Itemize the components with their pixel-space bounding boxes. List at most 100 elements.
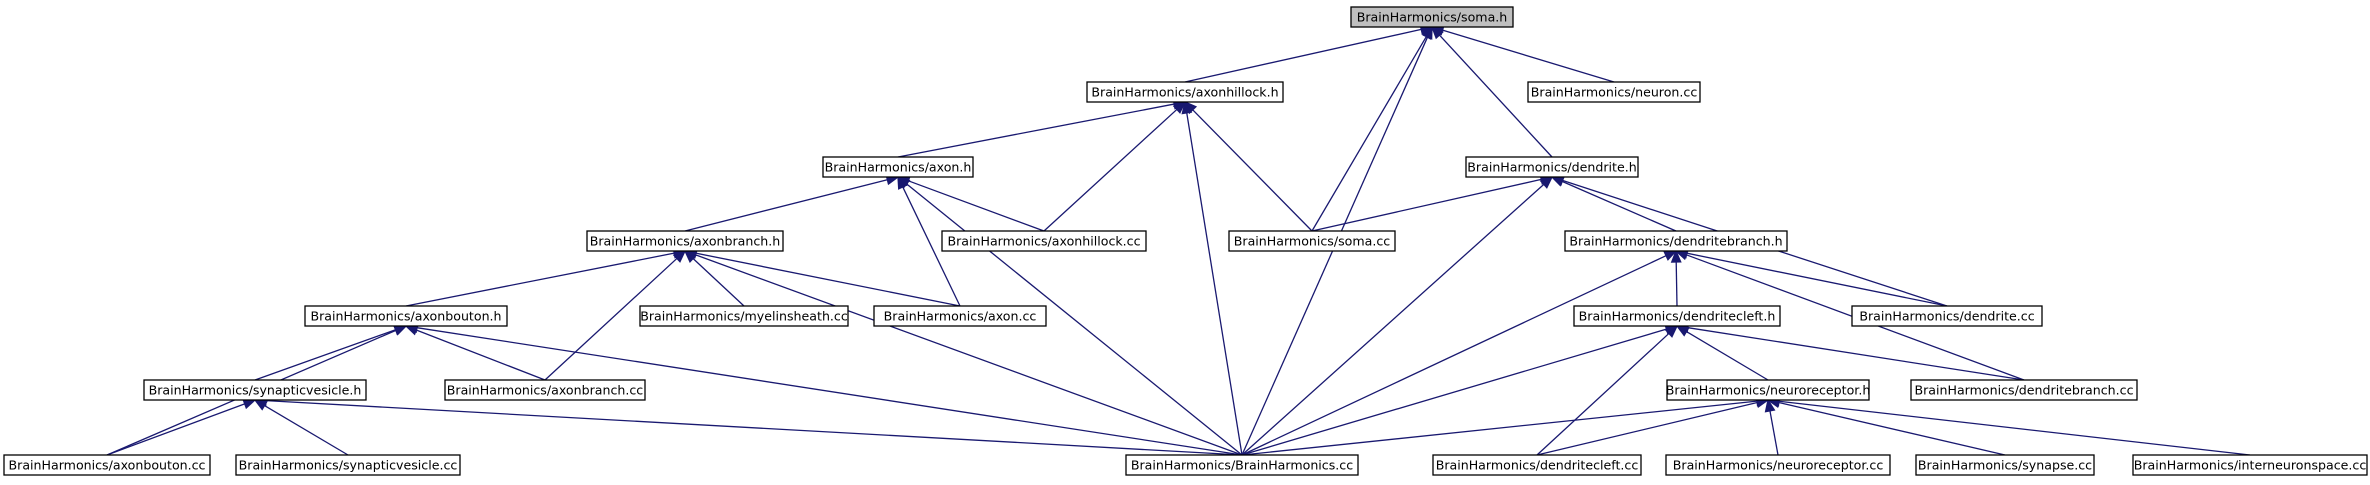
node-synapticvesicle-h[interactable]: BrainHarmonics/synapticvesicle.h: [143, 379, 367, 401]
node-label: BrainHarmonics/dendrite.cc: [1859, 309, 2034, 324]
node-box: [1851, 305, 2043, 327]
edge-line: [1675, 261, 1678, 307]
edge-soma_h-to-axonhillock_h: [1184, 24, 1434, 83]
edges-layer: [106, 24, 2251, 456]
node-myelinsheath-cc[interactable]: BrainHarmonics/myelinsheath.cc: [639, 305, 849, 327]
nodes-layer: BrainHarmonics/soma.hBrainHarmonics/axon…: [3, 6, 2368, 476]
node-label: BrainHarmonics/neuron.cc: [1531, 85, 1698, 100]
edge-line: [1561, 180, 1677, 232]
edge-synapticvesicle_h-to-brainharmonics_cc: [253, 395, 1243, 456]
node-label: BrainHarmonics/synapticvesicle.h: [149, 383, 362, 398]
node-box: [1573, 305, 1781, 327]
node-box: [639, 305, 849, 327]
node-axonbouton-cc[interactable]: BrainHarmonics/axonbouton.cc: [3, 454, 211, 476]
edge-line: [416, 329, 546, 381]
edge-line: [1778, 401, 2006, 456]
edge-line: [1192, 109, 1313, 232]
node-brainharmonics-cc[interactable]: BrainHarmonics/BrainHarmonics.cc: [1125, 454, 1359, 476]
node-box: [941, 230, 1147, 252]
node-neuroreceptor-h[interactable]: BrainHarmonics/neuroreceptor.h: [1666, 379, 1871, 401]
edge-arrowhead: [1430, 25, 1444, 40]
edge-line: [405, 252, 675, 307]
edge-neuroreceptor_h-to-interneuronspace_cc: [1766, 395, 2251, 456]
node-box: [1527, 81, 1701, 103]
node-label: BrainHarmonics/synapticvesicle.cc: [239, 458, 458, 473]
node-synapse-cc[interactable]: BrainHarmonics/synapse.cc: [1915, 454, 2095, 476]
edge-line: [1241, 255, 1667, 456]
node-label: BrainHarmonics/axonbranch.cc: [447, 383, 644, 398]
edge-line: [692, 258, 745, 307]
edge-dendritecleft_h-to-neuroreceptor_h: [1675, 325, 1769, 381]
node-label: BrainHarmonics/BrainHarmonics.cc: [1131, 458, 1353, 473]
edge-arrowhead: [393, 325, 408, 336]
node-box: [1125, 454, 1359, 476]
node-label: BrainHarmonics/synapse.cc: [1918, 458, 2092, 473]
edge-arrowhead: [896, 175, 911, 189]
edge-line: [265, 399, 1243, 456]
edge-dendritecleft_h-to-dendritecleft_cc: [1536, 324, 1679, 456]
node-box: [1432, 454, 1642, 476]
edge-line: [1438, 34, 1553, 158]
edge-axonbranch_h-to-brainharmonics_cc: [683, 249, 1243, 456]
edge-arrowhead: [242, 398, 257, 410]
edge-dendrite_h-to-dendritebranch_h: [1550, 176, 1677, 232]
node-label: BrainHarmonics/dendrite.h: [1467, 160, 1636, 175]
node-label: BrainHarmonics/axonhillock.h: [1091, 85, 1278, 100]
edge-line: [1687, 327, 2025, 381]
node-label: BrainHarmonics/dendritebranch.cc: [1914, 383, 2133, 398]
node-dendritebranch-h[interactable]: BrainHarmonics/dendritebranch.h: [1564, 230, 1788, 252]
node-synapticvesicle-cc[interactable]: BrainHarmonics/synapticvesicle.cc: [235, 454, 461, 476]
node-label: BrainHarmonics/neuroreceptor.h: [1666, 383, 1871, 398]
node-label: BrainHarmonics/axonbouton.h: [310, 309, 501, 324]
edge-line: [908, 180, 1045, 232]
node-soma-cc[interactable]: BrainHarmonics/soma.cc: [1228, 230, 1396, 252]
node-axonhillock-h[interactable]: BrainHarmonics/axonhillock.h: [1086, 81, 1284, 103]
edge-axonhillock_h-to-soma_cc: [1183, 100, 1313, 232]
edge-line: [1686, 331, 1769, 381]
edge-arrowhead: [1172, 100, 1187, 114]
node-dendritebranch-cc[interactable]: BrainHarmonics/dendritebranch.cc: [1910, 379, 2138, 401]
edge-axonbranch_h-to-axonbranch_cc: [544, 249, 687, 381]
edge-dendritebranch_h-to-dendritecleft_h: [1670, 249, 1682, 307]
edge-soma_h-to-neuron_cc: [1430, 25, 1615, 83]
edge-line: [1184, 28, 1422, 83]
edge-line: [1769, 410, 1779, 456]
node-axonbouton-h[interactable]: BrainHarmonics/axonbouton.h: [304, 305, 508, 327]
edge-arrowhead: [1670, 249, 1682, 263]
node-axonhillock-cc[interactable]: BrainHarmonics/axonhillock.cc: [941, 230, 1147, 252]
edge-axonhillock_h-to-brainharmonics_cc: [1181, 100, 1243, 456]
node-dendrite-cc[interactable]: BrainHarmonics/dendrite.cc: [1851, 305, 2043, 327]
node-label: BrainHarmonics/myelinsheath.cc: [640, 309, 848, 324]
node-label: BrainHarmonics/soma.h: [1357, 10, 1508, 25]
edge-axonhillock_h-to-axon_h: [897, 98, 1187, 158]
node-neuron-cc[interactable]: BrainHarmonics/neuron.cc: [1527, 81, 1701, 103]
edge-axon_h-to-axonbranch_h: [684, 174, 900, 232]
edge-axonbranch_h-to-axon_cc: [683, 247, 961, 307]
node-label: BrainHarmonics/axonhillock.cc: [947, 234, 1140, 249]
node-neuroreceptor-cc[interactable]: BrainHarmonics/neuroreceptor.cc: [1665, 454, 1891, 476]
node-axon-cc[interactable]: BrainHarmonics/axon.cc: [873, 305, 1047, 327]
node-box: [3, 454, 211, 476]
edge-dendritecleft_h-to-dendritebranch_cc: [1675, 322, 2025, 381]
edge-line: [544, 257, 678, 381]
node-interneuronspace-cc[interactable]: BrainHarmonics/interneuronspace.cc: [2132, 454, 2368, 476]
node-axonbranch-cc[interactable]: BrainHarmonics/axonbranch.cc: [444, 379, 646, 401]
node-box: [1915, 454, 2095, 476]
edge-line: [1241, 400, 1758, 456]
node-dendritecleft-cc[interactable]: BrainHarmonics/dendritecleft.cc: [1432, 454, 1642, 476]
edge-neuroreceptor_h-to-brainharmonics_cc: [1241, 395, 1770, 456]
edge-dendritecleft_h-to-brainharmonics_cc: [1241, 324, 1679, 456]
node-box: [586, 230, 784, 252]
node-box: [1666, 379, 1870, 401]
node-axonbranch-h[interactable]: BrainHarmonics/axonbranch.h: [586, 230, 784, 252]
edge-axonbouton_h-to-synapticvesicle_h: [254, 324, 408, 381]
edge-line: [264, 405, 349, 456]
node-dendrite-h[interactable]: BrainHarmonics/dendrite.h: [1465, 156, 1639, 178]
node-dendritecleft-h[interactable]: BrainHarmonics/dendritecleft.h: [1573, 305, 1781, 327]
node-box: [444, 379, 646, 401]
edge-line: [1043, 108, 1178, 232]
node-box: [2132, 454, 2368, 476]
edge-line: [902, 186, 961, 307]
node-axon-h[interactable]: BrainHarmonics/axon.h: [822, 156, 974, 178]
edge-arrowhead: [1422, 25, 1433, 40]
